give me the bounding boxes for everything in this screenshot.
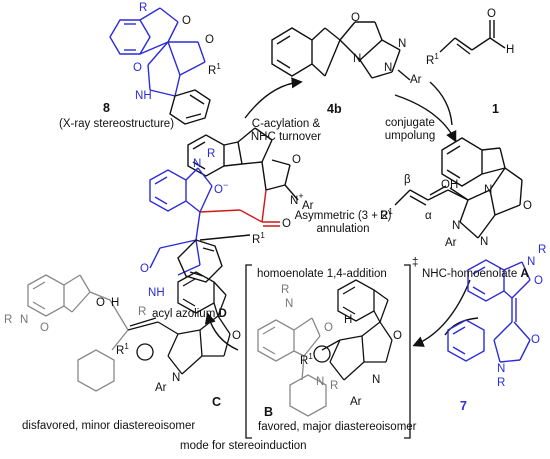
atom-C-O-ring: O [232,330,241,342]
atom-D-N: N [193,158,202,170]
atom-D-O-lactam: O [140,263,149,275]
ts-C-stereocenter [136,343,154,361]
compound-7-structure [447,259,531,363]
atom-C-R-mid: R [138,306,147,318]
atom-1-R1: R1 [426,52,439,67]
atom-1-H: H [506,44,515,56]
atom-7-O-bottom: O [531,334,540,346]
ts-bracket-right [404,264,411,439]
atom-8-R: R [139,2,148,14]
atom-D-R: R [207,148,216,160]
atom-7-R-top: R [538,244,547,256]
atom-4b-N: N [353,53,362,65]
atom-C-N: N [20,314,29,326]
step-annulation: Asymmetric (3 + 2)annulation [294,210,392,235]
cycle-arrows [204,77,479,351]
label-intermediate-D: acyl azolium D [152,308,227,320]
acyl-azolium-D-structure [149,127,299,283]
arrow-7-in [444,317,479,336]
atom-D-N-plus: N+ [290,191,304,207]
atom-B-R1: R1 [300,352,313,367]
label-compound-7: 7 [460,399,467,413]
atom-8-O-lower: O [133,62,142,74]
atom-8-O-top: O [205,34,214,46]
compound-8-structure [109,7,211,125]
compound-1-structure [439,20,506,55]
caption-favored: favored, major diastereoisomer [258,421,417,433]
label-ts-double-dagger: ‡ [412,257,419,269]
arrow-1-in [429,81,453,126]
label-compound-1: 1 [492,102,499,116]
atom-C-R: R [4,314,13,326]
atom-4b-Ar: Ar [410,74,422,86]
arrow-4b-to-A [394,94,457,143]
atom-7-R-bottom: R [497,377,506,389]
caption-mode: mode for stereoinduction [180,440,307,452]
atom-B-R-top: R [281,284,290,296]
atom-D-NH: NH [148,287,165,299]
atom-B-H: H [344,314,353,326]
label-ts-C: C [212,395,222,409]
arrow-A-to-B [412,279,471,347]
atom-A-alpha: α [425,210,432,222]
atom-4b-N3: N [384,62,393,74]
atom-D-R1: R1 [252,231,265,246]
atom-A-Ar: Ar [445,237,457,249]
intermediate-A-structure [394,137,523,239]
atom-7-O-top: O [534,275,543,287]
atom-4b-O: O [351,12,360,24]
atom-B-O-ring: O [393,330,402,342]
atom-8-R1: R1 [208,62,221,77]
atom-7-N-bottom: N [497,363,506,375]
ts-bracket-left [245,264,252,439]
atom-B-Ar: Ar [350,396,362,408]
transition-state-B-structure [245,264,411,439]
atom-7-N-top: N [527,256,536,268]
arrow-8-to-4b [244,77,303,119]
label-xray: (X-ray stereostructure) [59,118,175,130]
transition-state-C-structure [27,271,231,392]
atom-A-OH: OH [441,179,459,191]
atom-A-N2: N [452,220,461,232]
compound-4b-structure [271,21,411,81]
atom-C-N-tri: N [172,372,181,384]
atom-D-O-ring: O [292,154,301,166]
atom-B-N-low: N [316,376,325,388]
atom-B-O: O [324,322,333,334]
atom-B-R-low: R [330,380,339,392]
label-homoenolate-addition: homoenolate 1,4-addition [257,268,387,280]
atom-1-O: O [487,8,496,20]
atom-A-N: N [484,184,493,196]
atom-B-N: N [285,298,294,310]
atom-A-R1: R1 [380,207,393,222]
atom-D-Ar: Ar [302,200,314,212]
caption-disfavored: disfavored, minor diastereoisomer [22,420,196,432]
atom-C-O: O [40,322,49,334]
atom-A-N3: N [480,236,489,248]
label-ts-B: B [264,405,274,419]
ts-B-stereocenter [313,345,331,363]
atom-D-O-acyl: O [282,218,291,230]
arrow-B-to-D [204,312,239,351]
step-acylation: C-acylation &NHC turnover [250,118,322,143]
atom-A-beta: β [404,174,411,186]
atom-B-N-tri: N [372,374,381,386]
label-intermediate-A: NHC-homoenolate A [422,268,529,280]
label-compound-8: 8 [103,101,110,115]
label-compound-4b: 4b [327,102,342,116]
atom-C-Ar: Ar [155,382,167,394]
atom-D-O-anion: O− [214,180,229,196]
atom-A-O: O [523,200,532,212]
atom-8-NH: NH [135,90,152,102]
atom-4b-N2: N [398,38,407,50]
atom-8-O-ketone: O [182,15,191,27]
atom-C-R1: R1 [116,342,129,357]
